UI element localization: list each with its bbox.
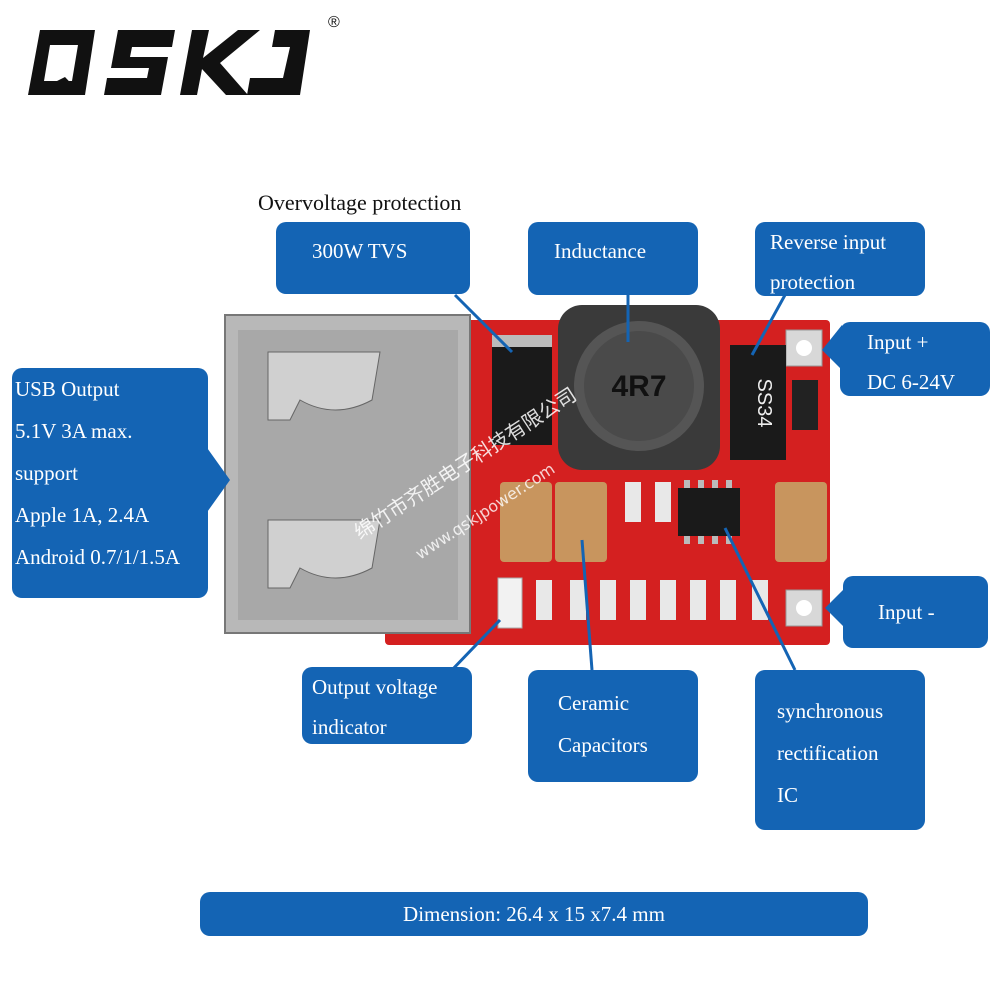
callout-input-plus-line-2: DC 6-24V	[867, 370, 956, 394]
input-plus-pointer	[822, 325, 842, 370]
dimension-text: Dimension: 26.4 x 15 x7.4 mm	[403, 902, 665, 926]
ceramic-capacitor	[555, 482, 607, 562]
diode-marking: SS34	[753, 379, 775, 428]
callout-reverse-line-2: protection	[770, 270, 856, 294]
ceramic-capacitor	[775, 482, 827, 562]
callout-usb-line-5: Android 0.7/1/1.5A	[15, 545, 181, 569]
callout-input-minus-line: Input -	[878, 600, 935, 624]
leader-indicator	[448, 618, 502, 674]
qskj-logo: ®	[28, 15, 340, 95]
sync-ic	[678, 488, 740, 536]
leader-ceramic	[580, 539, 594, 671]
callout-ceramic-line-2: Capacitors	[558, 733, 648, 757]
callout-indicator-line-1: Output voltage	[312, 675, 438, 699]
callout-usb-line-1: USB Output	[15, 377, 120, 401]
callout-tvs-line: 300W TVS	[312, 239, 408, 263]
callout-ceramic-capacitors: Ceramic Capacitors	[528, 670, 698, 782]
ceramic-capacitor	[500, 482, 552, 562]
callout-inductance-line: Inductance	[554, 239, 647, 263]
inductor-marking: 4R7	[611, 370, 666, 403]
callout-sync-line-3: IC	[777, 783, 798, 807]
callout-sync-rectification-ic: synchronous rectification IC	[755, 670, 925, 830]
callout-input-plus-line-1: Input +	[867, 330, 929, 354]
callout-ceramic-line-1: Ceramic	[558, 691, 630, 715]
registered-mark: ®	[328, 15, 340, 31]
usb-pointer	[205, 445, 230, 515]
callout-sync-line-1: synchronous	[777, 699, 884, 723]
dimension-bar: Dimension: 26.4 x 15 x7.4 mm	[200, 892, 868, 936]
tvs-diode	[492, 335, 552, 445]
callout-usb-line-4: Apple 1A, 2.4A	[15, 503, 150, 527]
callout-usb-line-2: 5.1V 3A max.	[15, 419, 133, 443]
indicator-led	[497, 577, 523, 629]
callout-sync-line-2: rectification	[777, 741, 879, 765]
callout-input-minus: Input -	[843, 576, 988, 648]
leader-sync	[723, 527, 797, 671]
callout-tvs: 300W TVS	[276, 222, 470, 294]
callout-reverse-line-1: Reverse input	[770, 230, 887, 254]
callout-indicator-line-2: indicator	[312, 715, 387, 739]
callout-input-plus: Input + DC 6-24V	[840, 322, 990, 396]
leader-reverse	[750, 294, 787, 356]
ss34-diode	[730, 345, 786, 460]
callout-usb-line-3: support	[15, 461, 78, 485]
callout-usb-output: USB Output 5.1V 3A max. support Apple 1A…	[12, 368, 208, 598]
leader-tvs	[453, 293, 514, 354]
callout-output-indicator: Output voltage indicator	[302, 667, 472, 744]
overvoltage-protection-label: Overvoltage protection	[258, 190, 462, 215]
input-minus-pointer	[825, 588, 845, 628]
callout-inductance: Inductance	[528, 222, 698, 295]
callout-reverse-input: Reverse input protection	[755, 222, 925, 296]
